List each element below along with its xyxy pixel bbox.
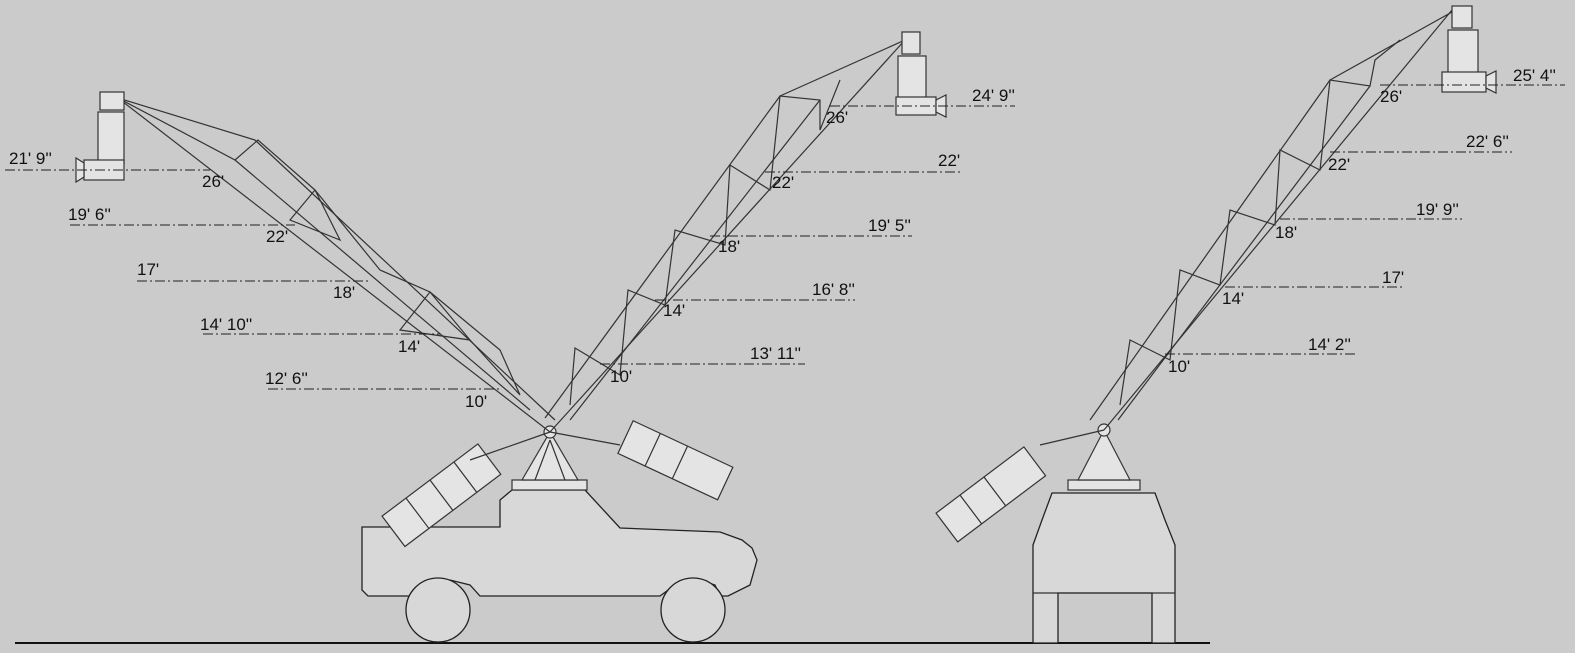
boom-length-label: 14' <box>663 301 685 320</box>
height-label: 17' <box>1382 268 1404 287</box>
camera-height-label: 25' 4'' <box>1513 66 1556 85</box>
camera-height-label: 21' 9'' <box>9 149 52 168</box>
boom-length-label: 10' <box>1168 357 1190 376</box>
boom-length-label: 22' <box>266 227 288 246</box>
height-label: 22' 6'' <box>1466 132 1509 151</box>
boom-length-label: 10' <box>465 392 487 411</box>
right-crane-base <box>1067 423 1141 491</box>
suv-rear-view <box>1032 492 1176 644</box>
left-crane-base <box>511 425 588 491</box>
right-camera <box>895 31 947 118</box>
right-crane-counterweight <box>935 446 1047 543</box>
boom-length-label: 22' <box>1328 155 1350 174</box>
boom-length-label: 26' <box>826 108 848 127</box>
boom-length-label: 14' <box>1222 289 1244 308</box>
height-label: 19' 6'' <box>68 205 111 224</box>
camera-height-label: 24' 9'' <box>972 86 1015 105</box>
height-label: 22' <box>938 151 960 170</box>
boom-length-label: 18' <box>1275 223 1297 242</box>
height-label: 14' 10'' <box>200 315 252 334</box>
boom-length-label: 14' <box>398 337 420 356</box>
left-crane-left-boom <box>75 91 556 548</box>
right-crane-camera <box>1441 5 1497 94</box>
boom-length-label: 26' <box>1380 87 1402 106</box>
boom-length-label: 18' <box>718 237 740 256</box>
height-label: 16' 8'' <box>812 280 855 299</box>
boom-length-label: 22' <box>772 173 794 192</box>
rear-wheel <box>405 577 471 643</box>
right-counterweight <box>617 419 734 501</box>
left-crane-right-boom <box>544 31 947 501</box>
height-label: 17' <box>137 260 159 279</box>
boom-length-label: 18' <box>333 283 355 302</box>
boom-length-label: 10' <box>610 367 632 386</box>
height-label: 19' 9'' <box>1416 200 1459 219</box>
boom-length-label: 26' <box>202 172 224 191</box>
left-counterweight <box>381 443 502 548</box>
pickup-truck <box>361 489 758 643</box>
right-crane-boom <box>935 5 1497 543</box>
front-wheel <box>660 577 726 643</box>
height-label: 13' 11'' <box>750 344 801 363</box>
height-label: 19' 5'' <box>868 216 911 235</box>
left-camera <box>75 91 125 184</box>
height-label: 12' 6'' <box>265 369 308 388</box>
height-label: 14' 2'' <box>1308 335 1351 354</box>
